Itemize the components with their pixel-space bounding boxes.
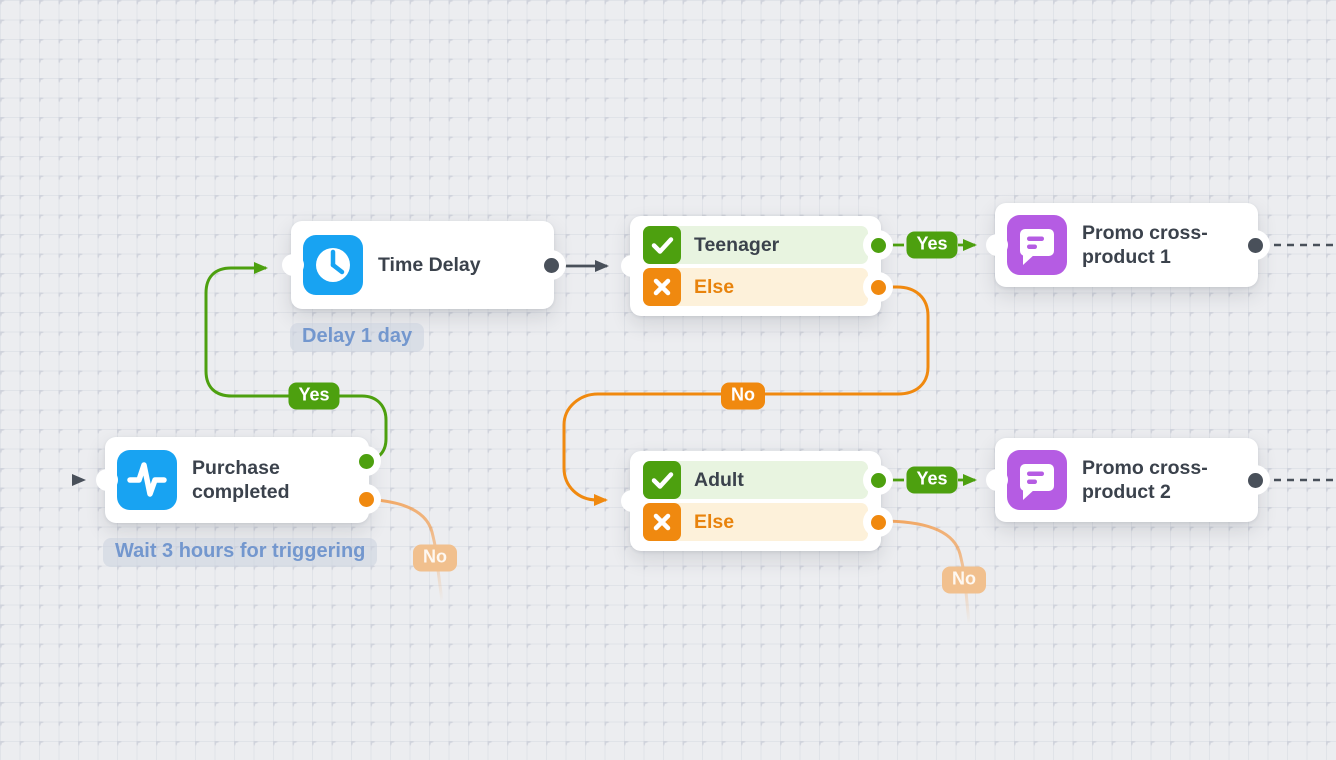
chat-bubble-icon (1007, 215, 1067, 275)
input-notch (621, 490, 643, 512)
branch-label: Teenager (694, 233, 780, 256)
edge-label-yes: Yes (906, 231, 958, 259)
node-time-delay[interactable]: Time Delay (282, 221, 566, 309)
branch-label: Adult (694, 468, 744, 491)
node-condition-adult[interactable]: Adult Else (621, 451, 893, 551)
port-yes[interactable] (359, 453, 374, 469)
chat-bubble-icon (1007, 450, 1067, 510)
node-note: Delay 1 day (290, 323, 425, 352)
port-yes[interactable] (871, 472, 886, 488)
input-notch (621, 255, 643, 277)
node-promo-cross-product-1[interactable]: Promo cross-product 1 (986, 203, 1270, 287)
input-notch (282, 254, 304, 276)
check-icon (643, 226, 681, 264)
port-no[interactable] (871, 514, 886, 530)
input-notch (986, 469, 1008, 491)
node-title: Promo cross-product 1 (1082, 222, 1208, 268)
node-title: Promo cross-product 2 (1082, 457, 1208, 503)
port-out[interactable] (1248, 472, 1263, 488)
node-title: Time Delay (378, 254, 481, 276)
branch-row-else[interactable]: Else (643, 503, 868, 541)
branch-label: Else (694, 510, 735, 533)
port-yes[interactable] (871, 237, 886, 253)
branch-label: Else (694, 275, 735, 298)
input-notch (986, 234, 1008, 256)
clock-icon (303, 235, 363, 295)
node-promo-cross-product-2[interactable]: Promo cross-product 2 (986, 438, 1270, 522)
node-condition-teenager[interactable]: Teenager Else (621, 216, 893, 316)
port-no[interactable] (359, 491, 374, 507)
branch-row-match[interactable]: Teenager (643, 226, 868, 264)
node-title: Purchase completed (192, 457, 290, 503)
edge-label-no-faded: No (942, 566, 986, 594)
pulse-icon (117, 450, 177, 510)
edge-label-no-faded: No (413, 544, 457, 572)
edge-label-yes: Yes (906, 466, 958, 494)
port-out[interactable] (1248, 237, 1263, 253)
check-icon (643, 461, 681, 499)
node-note: Wait 3 hours for triggering (103, 538, 378, 567)
port-no[interactable] (871, 279, 886, 295)
edge-label-yes: Yes (288, 382, 340, 410)
branch-row-match[interactable]: Adult (643, 461, 868, 499)
x-icon (643, 268, 681, 306)
input-notch (96, 469, 118, 491)
x-icon (643, 503, 681, 541)
edge-label-no: No (721, 382, 765, 410)
port-out[interactable] (544, 257, 559, 273)
branch-row-else[interactable]: Else (643, 268, 868, 306)
node-purchase-completed[interactable]: Purchase completed (96, 437, 381, 523)
